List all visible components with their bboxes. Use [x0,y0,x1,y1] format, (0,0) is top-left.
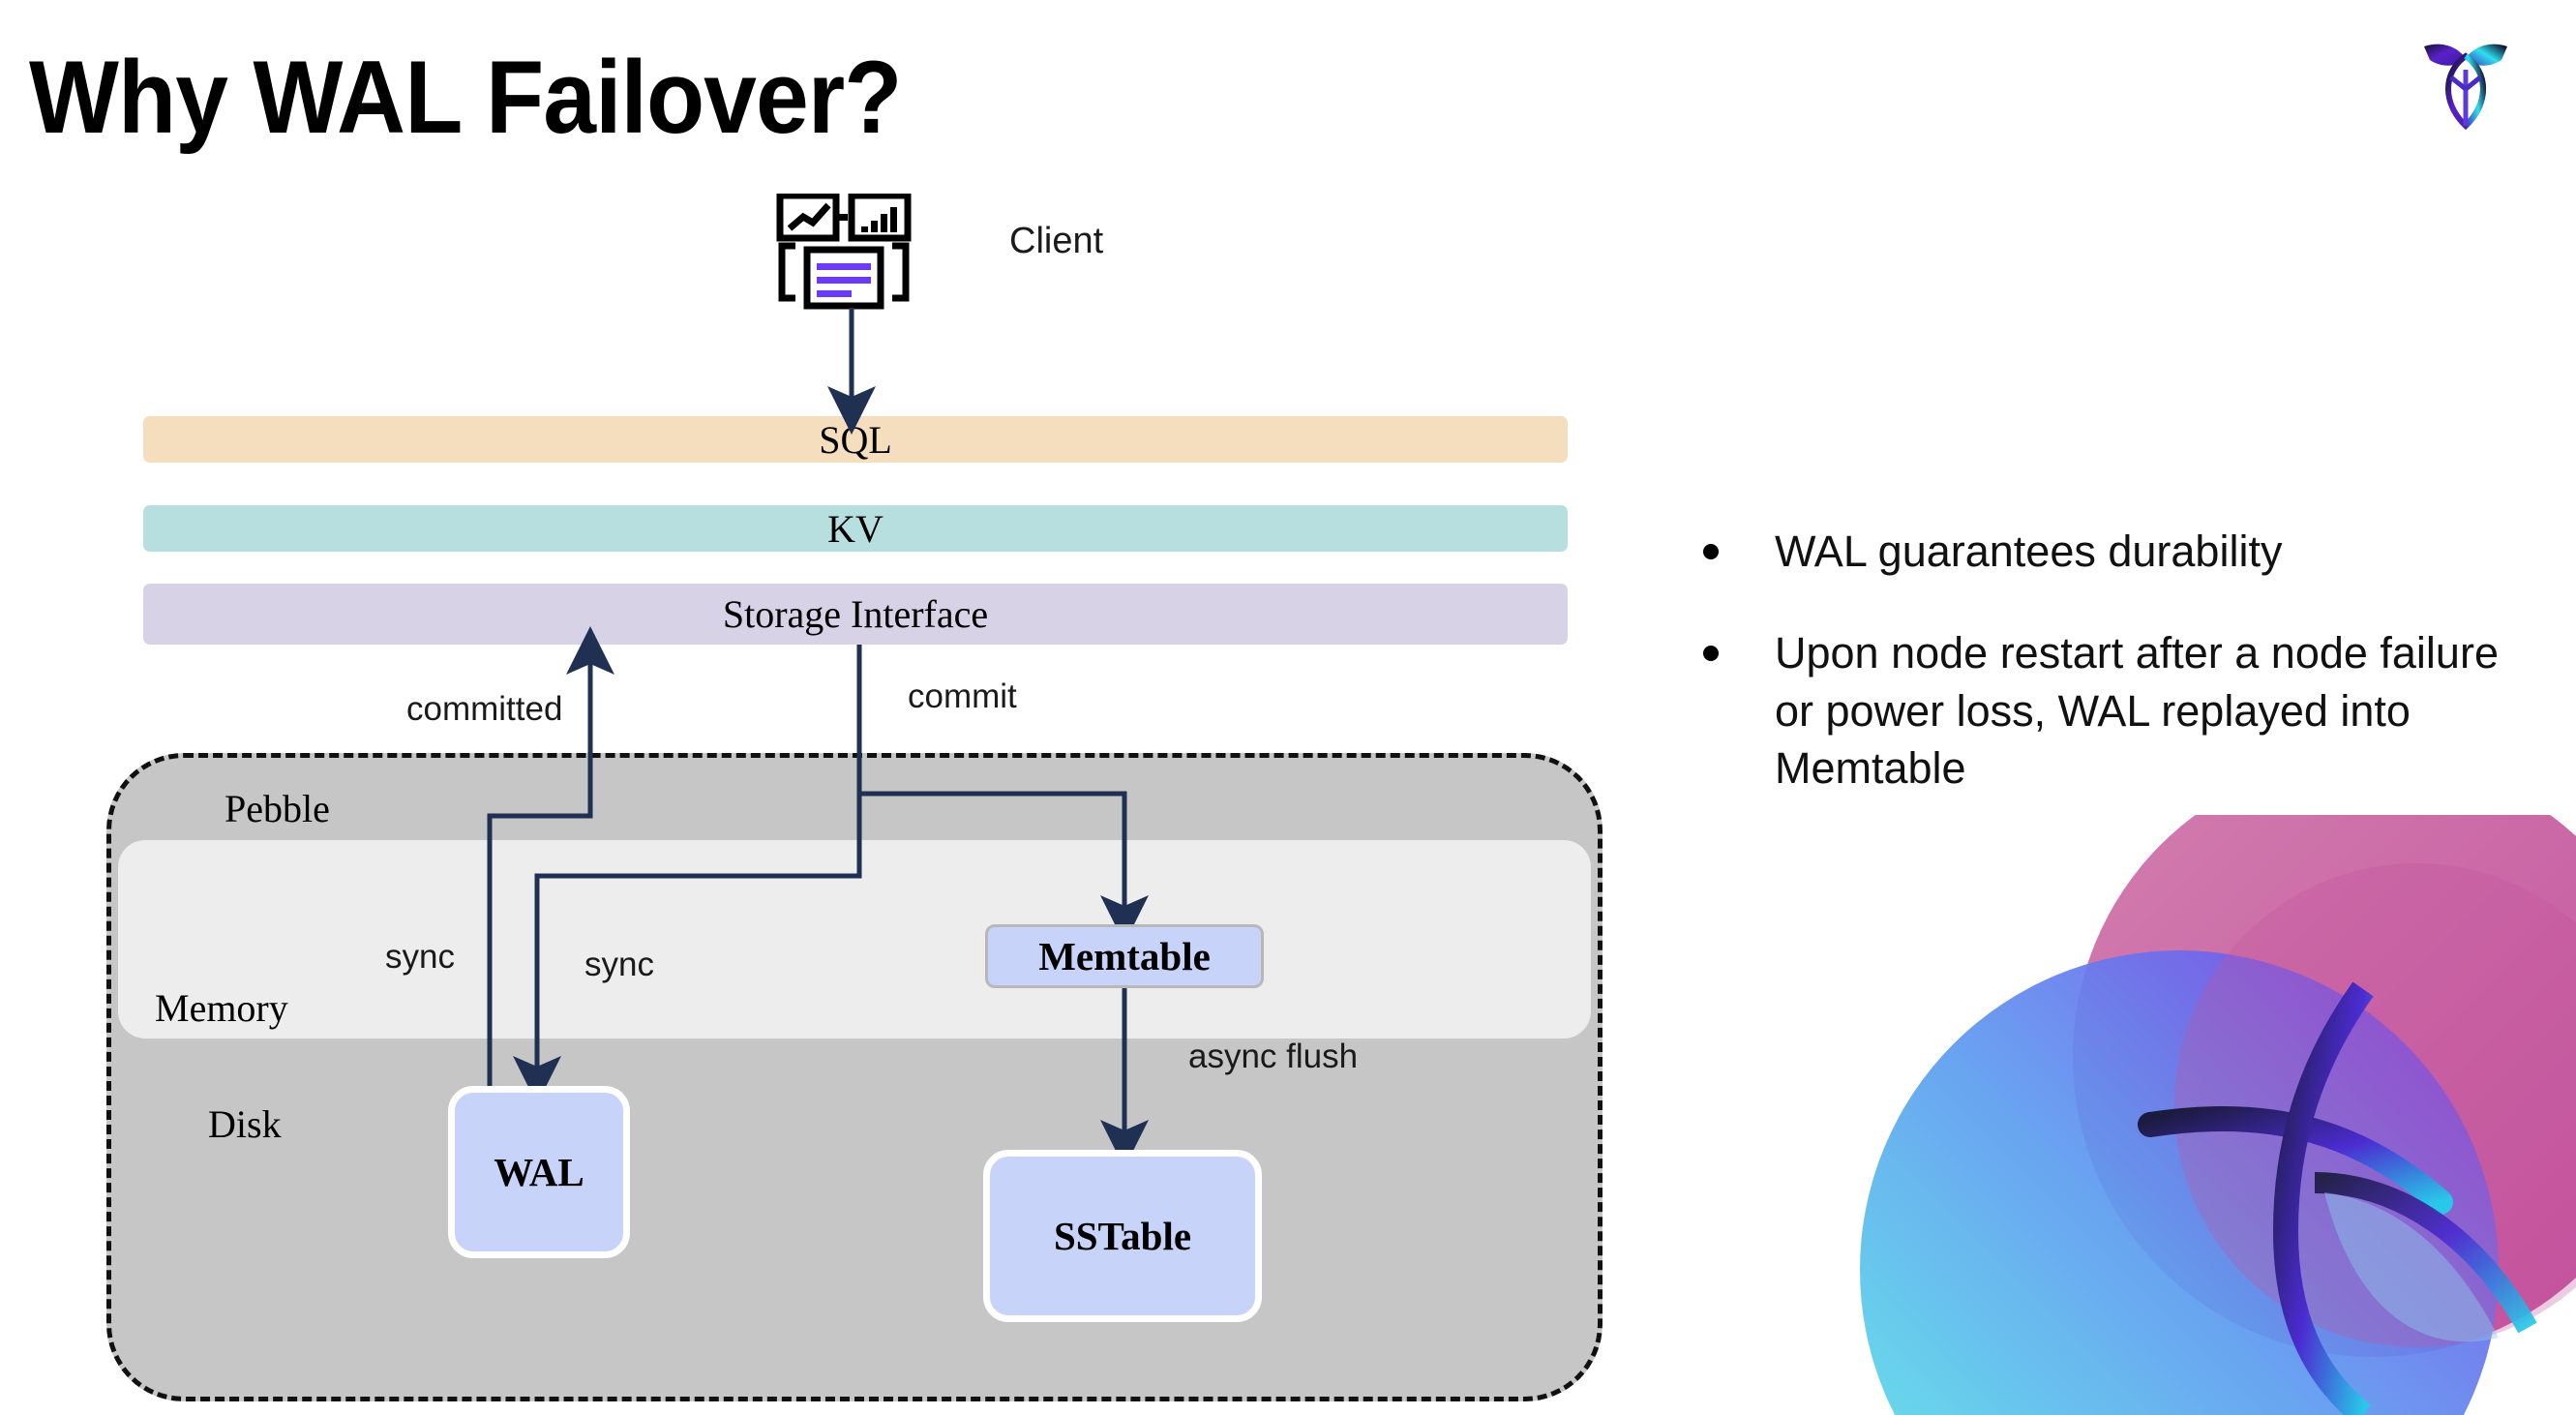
list-item: Upon node restart after a node failure o… [1703,624,2516,797]
edge-label-sync-right: sync [584,946,654,983]
bullet-dot-icon [1703,646,1719,662]
bullet-dot-icon [1703,544,1719,559]
layer-bar-sql-label: SQL [819,417,892,462]
edge-label-sync-left: sync [385,938,455,976]
node-sstable: SSTable [983,1150,1262,1322]
node-wal-label: WAL [494,1150,584,1194]
node-memtable: Memtable [985,924,1264,988]
layer-bar-sql: SQL [143,416,1568,463]
layer-bar-kv-label: KV [827,506,884,551]
layer-bar-storage-interface: Storage Interface [143,584,1568,645]
list-item: WAL guarantees durability [1703,523,2516,580]
node-sstable-label: SSTable [1053,1214,1192,1258]
node-memtable-label: Memtable [1038,934,1211,978]
pebble-label: Pebble [225,787,330,830]
node-wal: WAL [448,1086,630,1258]
memory-region [118,840,1591,1039]
list-item-text: Upon node restart after a node failure o… [1775,628,2499,794]
notes-list: WAL guarantees durability Upon node rest… [1703,523,2516,842]
cockroachdb-logo-icon [2412,29,2519,135]
client-dashboard-icon [774,192,929,310]
decorative-graphic [1860,757,2576,1415]
client-label: Client [1009,221,1104,261]
edge-label-async-flush: async flush [1188,1038,1359,1075]
list-item-text: WAL guarantees durability [1775,527,2283,576]
disk-label: Disk [208,1102,282,1146]
memory-label: Memory [155,986,288,1030]
layer-bar-kv: KV [143,505,1568,552]
edge-label-committed: committed [406,690,563,728]
layer-bar-storage-label: Storage Interface [722,592,989,636]
page-title: Why WAL Failover? [29,39,902,155]
edge-label-commit: commit [908,677,1017,715]
